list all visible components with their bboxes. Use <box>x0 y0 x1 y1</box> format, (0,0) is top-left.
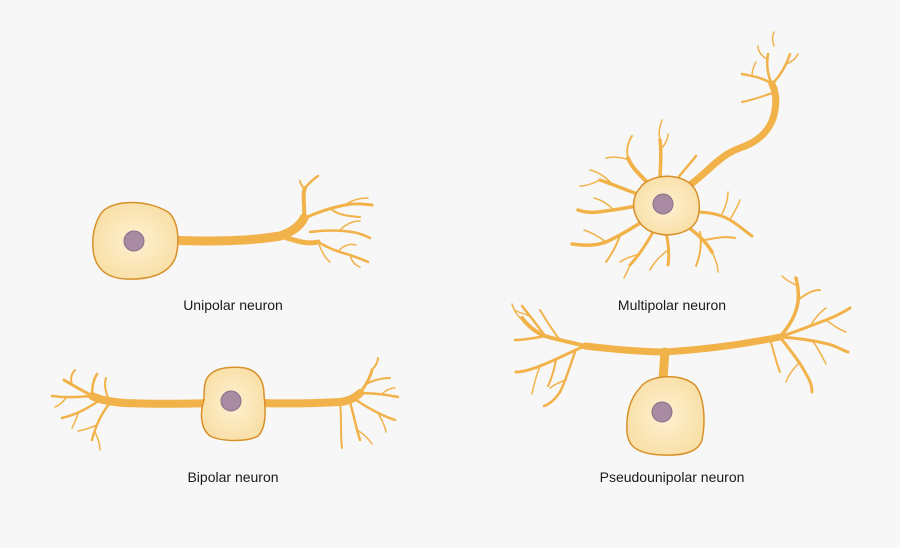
multipolar-neuron <box>570 31 799 279</box>
unipolar-nucleus <box>123 230 145 252</box>
multipolar-fibers <box>570 31 799 279</box>
pseudounipolar-fibers <box>511 275 852 408</box>
pseudounipolar-label: Pseudounipolar neuron <box>599 469 745 485</box>
pseudounipolar-neuron <box>511 275 852 456</box>
multipolar-nucleus <box>652 193 674 215</box>
bipolar-nucleus <box>220 390 242 412</box>
unipolar-axon <box>165 174 374 268</box>
unipolar-neuron <box>92 174 374 280</box>
pseudounipolar-nucleus <box>651 401 673 423</box>
multipolar-label: Multipolar neuron <box>617 297 727 313</box>
bipolar-fibers <box>50 357 400 451</box>
bipolar-label: Bipolar neuron <box>187 469 279 485</box>
bipolar-neuron <box>50 357 400 451</box>
unipolar-label: Unipolar neuron <box>183 297 283 313</box>
